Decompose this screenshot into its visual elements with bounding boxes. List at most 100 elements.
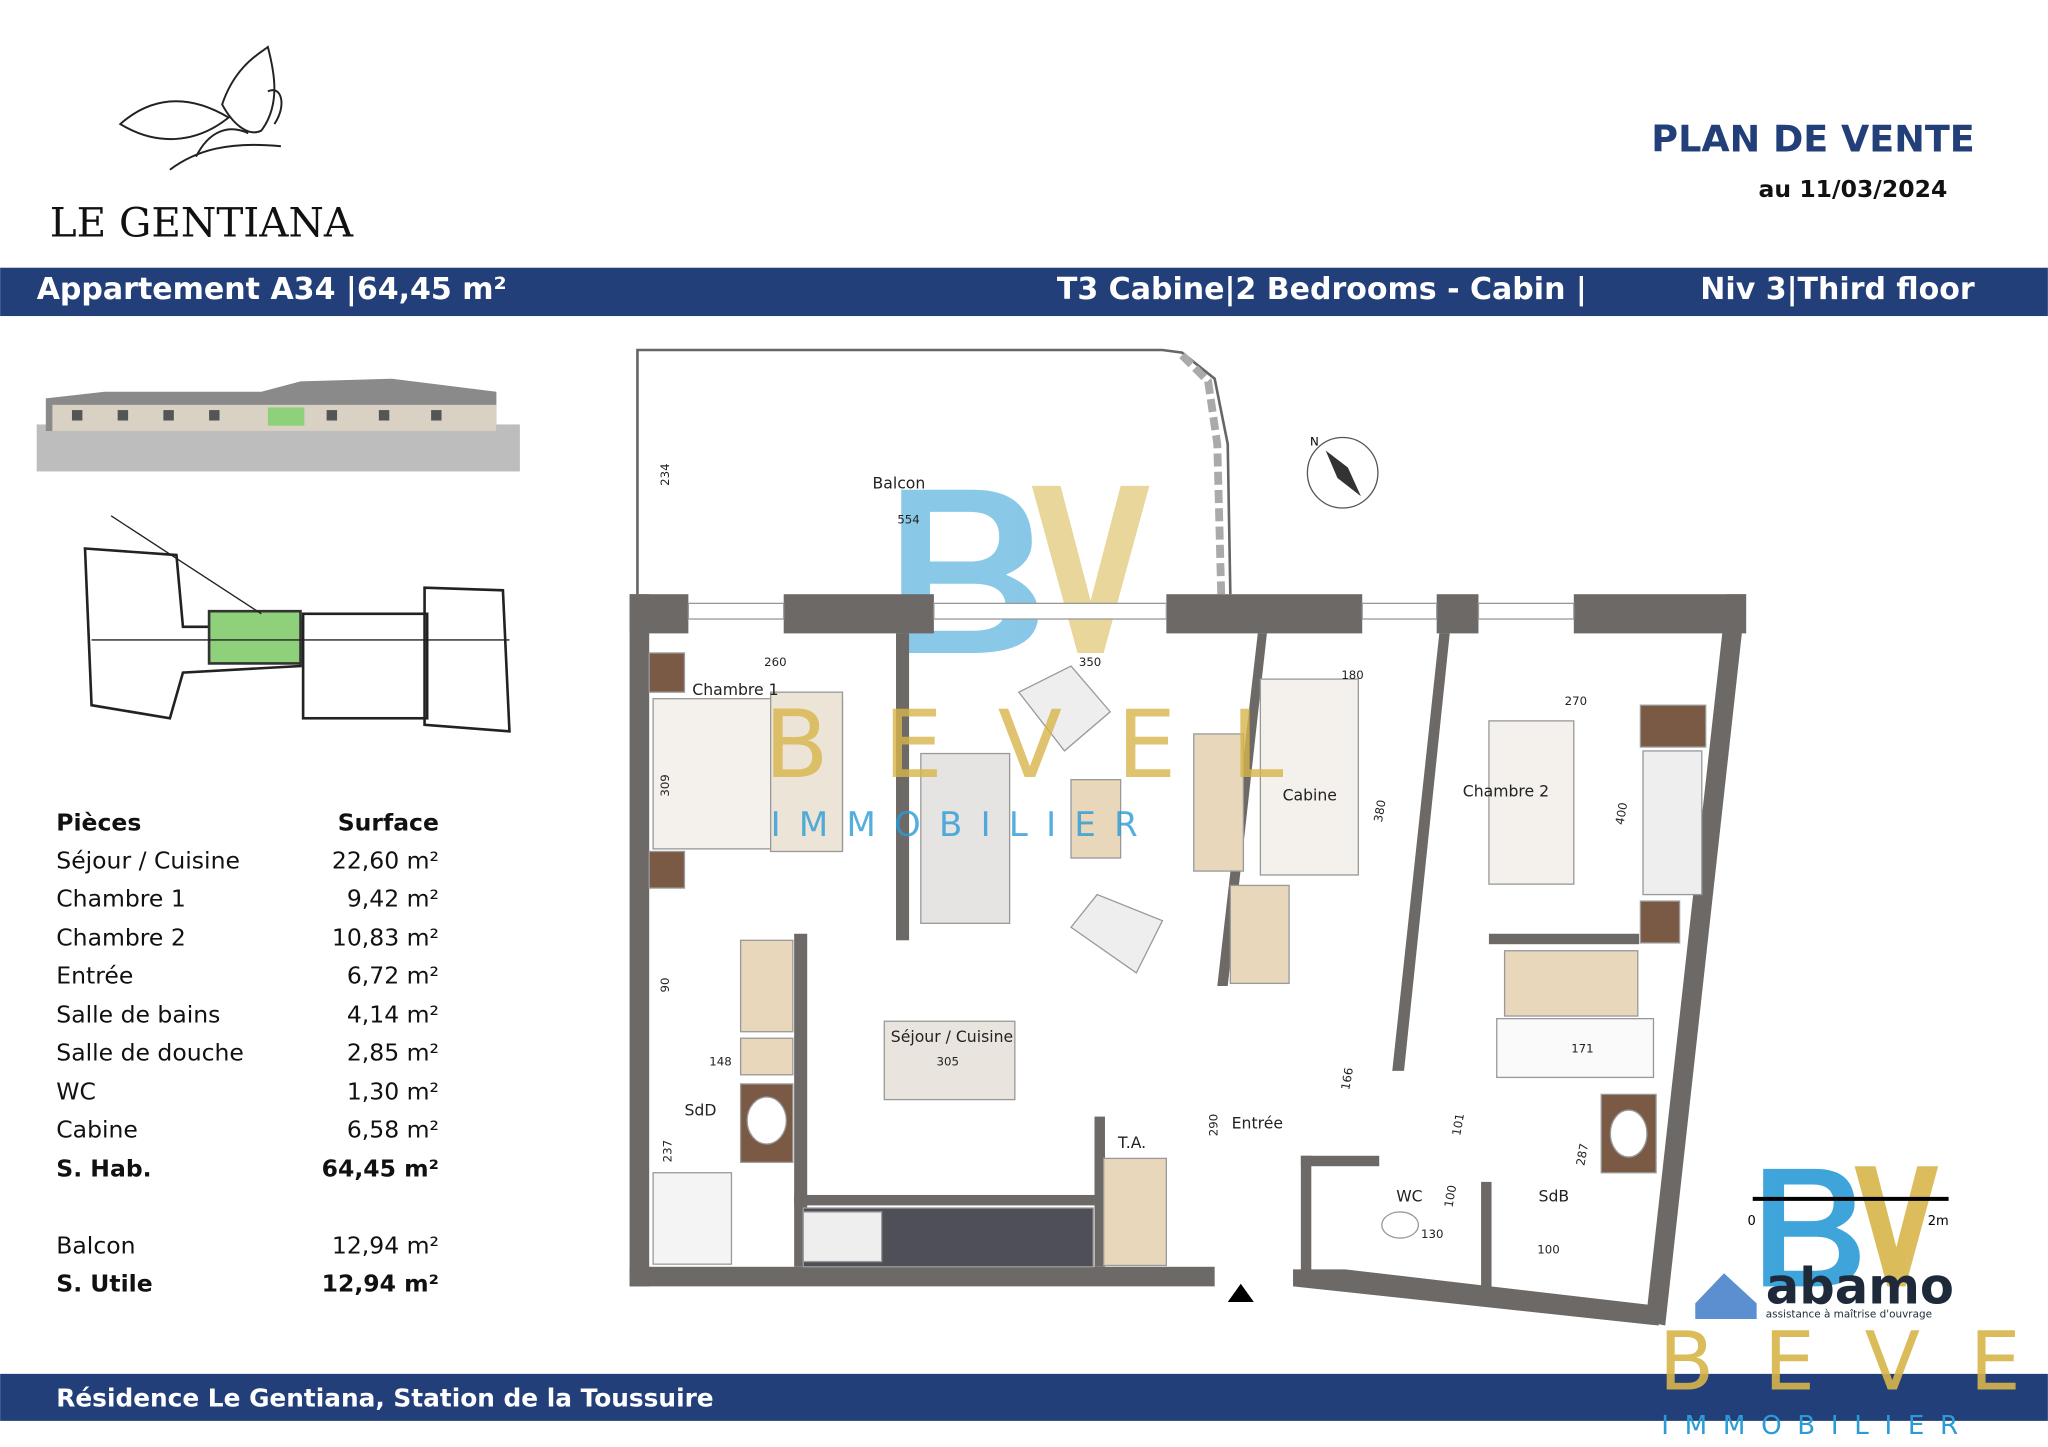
brand-name: LE GENTIANA — [50, 198, 354, 246]
table-row: Chambre 1 9,42 m² — [56, 884, 439, 912]
svg-text:Cabine: Cabine — [1283, 786, 1337, 805]
svg-text:350: 350 — [1079, 655, 1101, 669]
apartment-info: Appartement A34 |64,45 m² — [37, 272, 507, 307]
col-header-surface: Surface — [338, 809, 439, 837]
svg-text:100: 100 — [1442, 1184, 1460, 1209]
svg-text:10,83 m²: 10,83 m² — [332, 924, 439, 952]
plan-date: au 11/03/2024 — [1759, 175, 1948, 203]
svg-text:22,60 m²: 22,60 m² — [332, 846, 439, 874]
apartment-type: T3 Cabine|2 Bedrooms - Cabin | — [1057, 272, 1587, 307]
svg-text:64,45 m²: 64,45 m² — [322, 1155, 439, 1183]
building-elevation-image — [36, 378, 520, 472]
svg-text:Entrée: Entrée — [56, 961, 133, 989]
svg-text:287: 287 — [1573, 1142, 1591, 1167]
svg-text:Balcon: Balcon — [873, 473, 926, 492]
bevel-watermark: BEVEL IMMOBILIER — [764, 691, 1338, 845]
svg-text:290: 290 — [1206, 1114, 1220, 1136]
col-header-room: Pièces — [56, 809, 141, 837]
svg-text:270: 270 — [1565, 694, 1587, 708]
svg-text:T.A.: T.A. — [1117, 1133, 1146, 1152]
entrance-arrow-icon — [1227, 1283, 1254, 1303]
svg-text:IMMOBILIER: IMMOBILIER — [771, 805, 1156, 845]
svg-text:Salle de douche: Salle de douche — [56, 1038, 244, 1066]
table-row: Balcon 12,94 m² — [56, 1232, 439, 1260]
svg-text:90: 90 — [658, 978, 672, 993]
svg-text:Entrée: Entrée — [1232, 1113, 1283, 1132]
svg-text:6,58 m²: 6,58 m² — [347, 1115, 439, 1143]
svg-text:SdB: SdB — [1539, 1186, 1570, 1205]
table-row-total: S. Hab. 64,45 m² — [56, 1155, 439, 1183]
svg-text:Chambre 1: Chambre 1 — [56, 884, 186, 912]
footer-band — [0, 1373, 2048, 1421]
dimension-labels: 234 554 260 350 180 270 309 380 400 90 1… — [658, 463, 1631, 1256]
svg-text:12,94 m²: 12,94 m² — [332, 1232, 439, 1260]
table-row: Séjour / Cuisine 22,60 m² — [56, 846, 439, 874]
svg-text:Balcon: Balcon — [56, 1232, 135, 1260]
svg-text:SdD: SdD — [684, 1100, 716, 1119]
svg-text:260: 260 — [764, 655, 786, 669]
table-row: Chambre 2 10,83 m² — [56, 924, 439, 952]
svg-text:2m: 2m — [1928, 1214, 1949, 1229]
windows — [687, 602, 1575, 620]
svg-text:IMMOBILIER: IMMOBILIER — [1661, 1411, 1974, 1441]
svg-text:WC: WC — [1396, 1186, 1422, 1205]
svg-text:2,85 m²: 2,85 m² — [347, 1038, 439, 1066]
svg-text:S. Utile: S. Utile — [56, 1270, 152, 1298]
svg-text:4,14 m²: 4,14 m² — [347, 1001, 439, 1029]
table-row: Entrée 6,72 m² — [56, 961, 439, 989]
svg-text:554: 554 — [897, 513, 919, 527]
bevel-footer-watermark: BEVEL IMMOBILIER — [1659, 1316, 2048, 1441]
svg-text:400: 400 — [1613, 801, 1631, 826]
svg-text:S. Hab.: S. Hab. — [56, 1155, 151, 1183]
table-row: Cabine 6,58 m² — [56, 1115, 439, 1143]
svg-text:assistance à maîtrise d'ouvrag: assistance à maîtrise d'ouvrage — [1766, 1309, 1932, 1321]
svg-text:305: 305 — [937, 1055, 959, 1069]
svg-text:Séjour / Cuisine: Séjour / Cuisine — [891, 1027, 1013, 1046]
svg-text:309: 309 — [658, 774, 672, 796]
table-row: WC 1,30 m² — [56, 1078, 439, 1106]
header-band — [0, 267, 2048, 317]
svg-text:Chambre 2: Chambre 2 — [56, 924, 186, 952]
svg-text:Chambre 1: Chambre 1 — [692, 680, 778, 699]
svg-text:6,72 m²: 6,72 m² — [347, 961, 439, 989]
svg-text:Salle de bains: Salle de bains — [56, 1001, 220, 1029]
svg-text:Cabine: Cabine — [56, 1115, 138, 1143]
furniture — [648, 652, 1707, 1268]
apartment-level: Niv 3|Third floor — [1700, 272, 1975, 307]
svg-text:380: 380 — [1371, 799, 1389, 824]
scale-bar: 0 2m — [1748, 1196, 1949, 1229]
svg-text:166: 166 — [1338, 1066, 1356, 1091]
svg-text:180: 180 — [1341, 668, 1363, 682]
balcony — [636, 348, 1232, 595]
svg-text:100: 100 — [1537, 1243, 1559, 1257]
table-row: Salle de douche 2,85 m² — [56, 1038, 439, 1066]
svg-text:abamo: abamo — [1766, 1257, 1954, 1315]
room-labels: Balcon Chambre 1 Cabine Chambre 2 Séjour… — [684, 473, 1569, 1205]
svg-text:WC: WC — [56, 1078, 96, 1106]
svg-text:Chambre 2: Chambre 2 — [1463, 782, 1549, 801]
svg-text:237: 237 — [660, 1140, 674, 1162]
svg-text:101: 101 — [1449, 1112, 1467, 1137]
svg-text:1,30 m²: 1,30 m² — [347, 1078, 439, 1106]
footer-address: Résidence Le Gentiana, Station de la Tou… — [56, 1384, 713, 1413]
table-row: Salle de bains 4,14 m² — [56, 1001, 439, 1029]
svg-text:234: 234 — [658, 463, 672, 485]
compass-icon: N — [1306, 434, 1379, 509]
svg-text:0: 0 — [1748, 1214, 1756, 1229]
svg-text:BEVEL: BEVEL — [764, 691, 1338, 800]
plan-title: PLAN DE VENTE — [1651, 117, 1974, 160]
bv-watermark-shape — [901, 485, 1150, 653]
abamo-logo: abamo assistance à maîtrise d'ouvrage — [1695, 1257, 1954, 1321]
svg-text:Séjour / Cuisine: Séjour / Cuisine — [56, 846, 240, 874]
svg-text:N: N — [1310, 434, 1319, 448]
svg-text:9,42 m²: 9,42 m² — [347, 884, 439, 912]
walls — [629, 594, 1747, 1326]
floor-plan: Balcon Chambre 1 Cabine Chambre 2 Séjour… — [629, 348, 1747, 1326]
svg-text:171: 171 — [1571, 1042, 1593, 1056]
svg-text:148: 148 — [709, 1055, 731, 1069]
svg-text:BEVEL: BEVEL — [1659, 1316, 2048, 1410]
gentiana-flower-logo — [118, 45, 283, 171]
